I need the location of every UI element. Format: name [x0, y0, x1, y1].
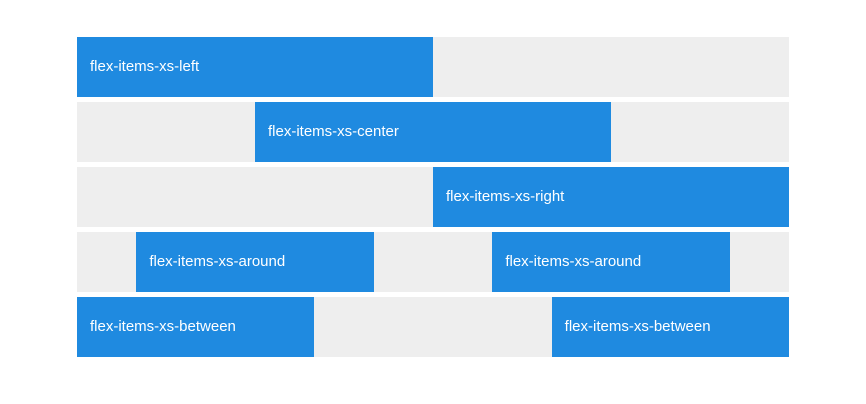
flex-item-between-2: flex-items-xs-between — [551, 297, 789, 357]
flex-item-center: flex-items-xs-center — [255, 102, 611, 162]
flex-row-right: flex-items-xs-right — [77, 167, 789, 227]
flex-item-between-1: flex-items-xs-between — [77, 297, 315, 357]
flex-row-between: flex-items-xs-between flex-items-xs-betw… — [77, 297, 789, 357]
flex-item-right: flex-items-xs-right — [433, 167, 789, 227]
flex-demo-container: flex-items-xs-left flex-items-xs-center … — [77, 37, 789, 357]
flex-row-center: flex-items-xs-center — [77, 102, 789, 162]
flex-item-left: flex-items-xs-left — [77, 37, 433, 97]
flex-item-around-1: flex-items-xs-around — [136, 232, 374, 292]
flex-row-around: flex-items-xs-around flex-items-xs-aroun… — [77, 232, 789, 292]
flex-item-around-2: flex-items-xs-around — [492, 232, 730, 292]
flex-row-left: flex-items-xs-left — [77, 37, 789, 97]
